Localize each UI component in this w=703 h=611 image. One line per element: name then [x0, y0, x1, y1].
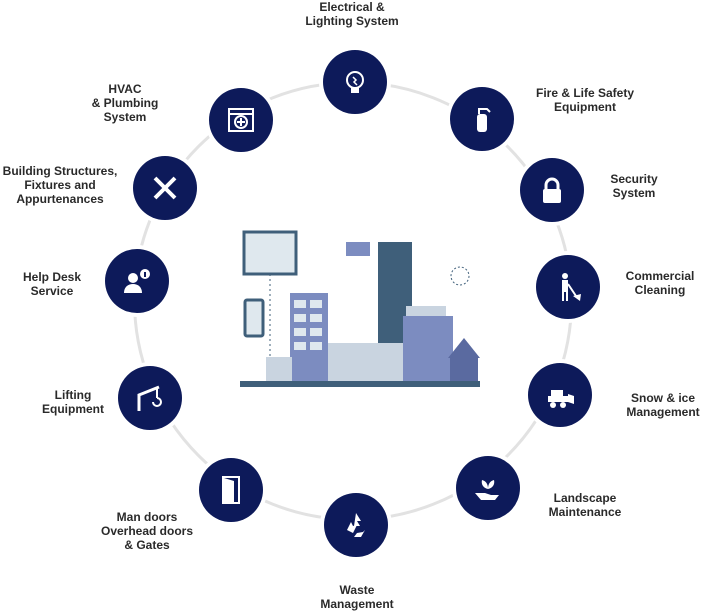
label-snow-ice: Snow & ice Management	[626, 391, 700, 419]
lock-icon[interactable]	[520, 158, 584, 222]
tools-icon[interactable]	[133, 156, 197, 220]
door-icon[interactable]	[199, 458, 263, 522]
label-fire-life-safety: Fire & Life Safety Equipment	[535, 86, 635, 114]
crane-hook-icon[interactable]	[118, 366, 182, 430]
label-hvac-plumbing: HVAC & Plumbing System	[91, 82, 159, 124]
cleaning-person-icon[interactable]	[536, 255, 600, 319]
label-help-desk: Help Desk Service	[22, 270, 82, 298]
label-landscape: Landscape Maintenance	[548, 491, 622, 519]
label-lifting: Lifting Equipment	[42, 388, 104, 416]
smart-city-illustration	[240, 230, 480, 387]
lightbulb-icon[interactable]	[323, 50, 387, 114]
label-commercial-cleaning: Commercial Cleaning	[625, 269, 695, 297]
label-security: Security System	[610, 172, 658, 200]
plant-hand-icon[interactable]	[456, 456, 520, 520]
label-electrical-lighting: Electrical & Lighting System	[305, 0, 399, 28]
label-building-structures: Building Structures, Fixtures and Appurt…	[2, 164, 118, 206]
recycle-icon[interactable]	[324, 493, 388, 557]
hvac-unit-icon[interactable]	[209, 88, 273, 152]
help-desk-icon[interactable]	[105, 249, 169, 313]
fire-extinguisher-icon[interactable]	[450, 87, 514, 151]
label-doors-gates: Man doors Overhead doors & Gates	[100, 510, 194, 552]
label-waste: Waste Management	[320, 583, 394, 611]
snow-plow-icon[interactable]	[528, 363, 592, 427]
